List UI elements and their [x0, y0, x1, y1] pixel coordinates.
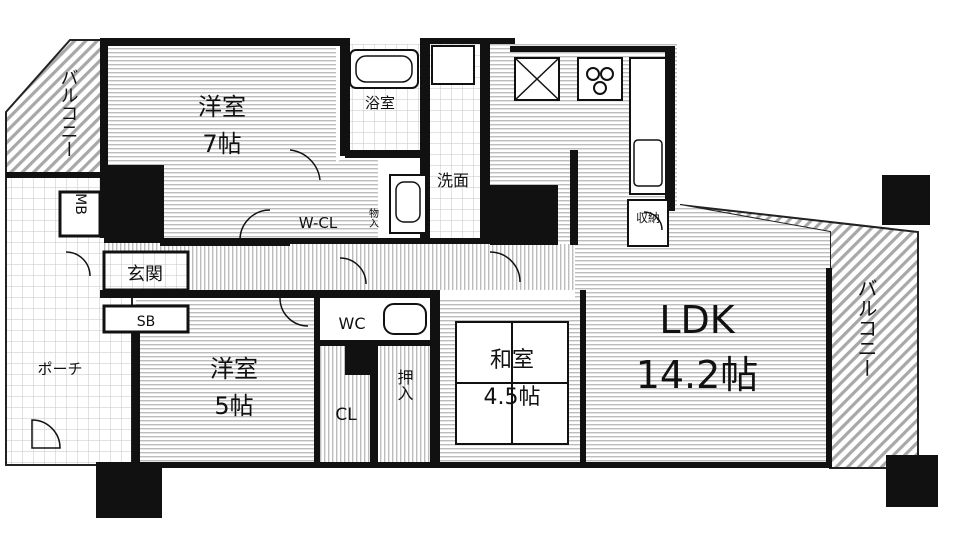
ldk-name: LDK — [659, 298, 735, 342]
oshiire-label: 押入 — [395, 369, 414, 401]
ldk-size: 14.2帖 — [636, 353, 759, 397]
walk-in-closet-floor — [284, 160, 378, 242]
balcony-left-label: バルコニー — [58, 68, 79, 158]
storage-label: 収納 — [636, 211, 660, 225]
door-swings — [31, 149, 663, 449]
western-room-5-size: 5帖 — [214, 392, 253, 420]
ldk-floor — [575, 205, 830, 465]
entrance-floor — [102, 250, 190, 292]
kitchen-sink — [633, 139, 663, 187]
pillar-top-right — [882, 175, 930, 225]
closet-label: CL — [335, 405, 357, 425]
walls — [6, 38, 832, 468]
western-room-7-size: 7帖 — [202, 130, 241, 158]
western-room-5-name: 洋室 — [210, 355, 258, 383]
washroom-label: 洗面 — [437, 171, 469, 190]
shoe-box — [102, 304, 190, 334]
shoe-box-label: SB — [137, 314, 156, 330]
washing-machine-pan — [431, 45, 475, 85]
entrance-label: 玄関 — [127, 264, 163, 285]
meter-box-label: MB — [72, 193, 88, 215]
walk-in-closet-label: W-CL — [299, 214, 338, 232]
porch-label: ポーチ — [37, 360, 82, 378]
japanese-room-size: 4.5帖 — [484, 385, 541, 410]
pillar-bottom-left — [96, 462, 162, 518]
balcony-left — [5, 39, 105, 176]
toilet-bowl — [383, 303, 427, 335]
meter-box — [58, 190, 102, 238]
pillar-bottom-right — [886, 455, 938, 507]
oshiire-floor — [376, 346, 434, 463]
bathtub — [349, 49, 419, 89]
balcony-right-label: バルコニー — [854, 278, 878, 378]
shelf-label: 物入 — [367, 207, 379, 228]
western-room-7-name: 洋室 — [198, 93, 246, 121]
toilet-label: WC — [339, 314, 366, 333]
bathroom-label: 浴室 — [365, 94, 395, 112]
japanese-room-name: 和室 — [490, 348, 534, 373]
kitchen-counter — [629, 57, 667, 195]
room-labels: 洋室 7帖 浴室 洗面 W-CL 物入 収納 玄関 SB MB ポーチ 洋室 5… — [37, 68, 878, 425]
